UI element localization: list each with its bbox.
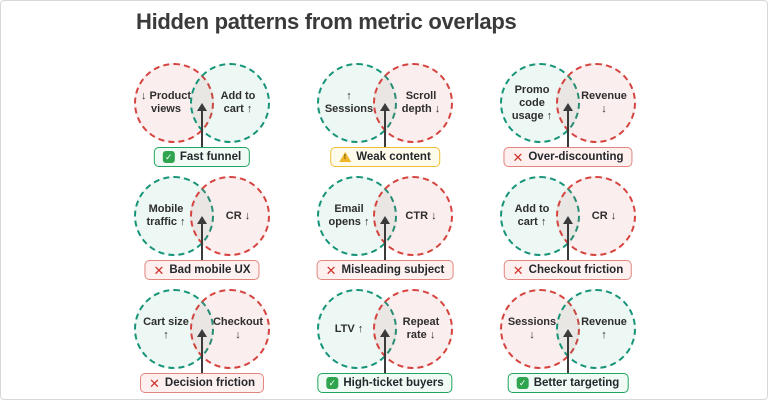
venn-cell: Promo code usage ↑ Revenue ↓ ✕ Over-disc… <box>479 63 657 167</box>
insight-tag: ✓ High-ticket buyers <box>317 373 453 393</box>
arrow-head <box>197 103 207 111</box>
cross-icon: ✕ <box>512 262 524 278</box>
insight-tag-label: Better targeting <box>533 377 620 389</box>
cross-icon: ✕ <box>153 262 165 278</box>
arrow-line <box>567 111 569 147</box>
arrow-head <box>380 103 390 111</box>
venn-circles: ↓ Product views Add to cart ↑ <box>134 63 270 143</box>
left-metric-label: Promo code usage ↑ <box>511 83 553 122</box>
insight-tag-label: High-ticket buyers <box>343 377 444 389</box>
venn-cell: Email opens ↑ CTR ↓ ✕ Misleading subject <box>296 176 474 280</box>
left-metric-label: Email opens ↑ <box>328 203 370 228</box>
venn-cell: Sessions ↓ Revenue ↑ ✓ Better targeting <box>479 289 657 393</box>
insight-tag-label: Checkout friction <box>528 264 624 276</box>
right-metric-label: CR ↓ <box>225 209 251 222</box>
arrow-line <box>201 337 203 373</box>
overlap-arrow-icon <box>562 103 574 147</box>
right-metric-label: CTR ↓ <box>405 209 437 222</box>
arrow-head <box>380 329 390 337</box>
arrow-line <box>384 111 386 147</box>
insight-tag-label: Fast funnel <box>179 151 242 163</box>
arrow-line <box>201 224 203 260</box>
insight-tag: ! Weak content <box>330 147 440 167</box>
arrow-head <box>197 329 207 337</box>
right-metric-label: Scroll depth ↓ <box>401 90 441 115</box>
right-metric-circle: Add to cart ↑ <box>190 63 270 143</box>
left-metric-label: Mobile traffic ↑ <box>146 203 186 228</box>
arrow-line <box>567 224 569 260</box>
check-icon: ✓ <box>516 377 529 389</box>
overlap-arrow-icon <box>379 329 391 373</box>
arrow-line <box>201 111 203 147</box>
venn-cell: ↓ Product views Add to cart ↑ ✓ Fast fun… <box>113 63 291 167</box>
insight-tag: ✕ Misleading subject <box>316 260 454 280</box>
right-metric-label: Repeat rate ↓ <box>402 316 440 341</box>
arrow-line <box>567 337 569 373</box>
check-icon: ✓ <box>326 377 339 389</box>
insight-tag-label: Over-discounting <box>528 151 624 163</box>
right-metric-circle: CR ↓ <box>190 176 270 256</box>
left-metric-label: ↑ Sessions <box>324 90 374 115</box>
arrow-head <box>380 216 390 224</box>
insight-tag: ✓ Fast funnel <box>153 147 251 167</box>
overlap-arrow-icon <box>379 103 391 147</box>
venn-grid: ↓ Product views Add to cart ↑ ✓ Fast fun… <box>113 63 767 393</box>
right-metric-circle: Scroll depth ↓ <box>373 63 453 143</box>
right-metric-circle: CR ↓ <box>556 176 636 256</box>
left-metric-label: Cart size ↑ <box>143 316 189 341</box>
left-metric-label: Add to cart ↑ <box>514 203 550 228</box>
venn-circles: Add to cart ↑ CR ↓ <box>500 176 636 256</box>
arrow-head <box>563 216 573 224</box>
insight-tag-label: Decision friction <box>164 377 256 389</box>
arrow-line <box>384 224 386 260</box>
venn-cell: ↑ Sessions Scroll depth ↓ ! Weak content <box>296 63 474 167</box>
venn-cell: Add to cart ↑ CR ↓ ✕ Checkout friction <box>479 176 657 280</box>
overlap-arrow-icon <box>196 329 208 373</box>
insight-tag: ✕ Checkout friction <box>503 260 633 280</box>
cross-icon: ✕ <box>148 375 160 391</box>
right-metric-label: Revenue ↑ <box>581 316 627 341</box>
overlap-arrow-icon <box>196 103 208 147</box>
arrow-head <box>197 216 207 224</box>
warning-icon: ! <box>339 152 352 162</box>
cross-icon: ✕ <box>512 149 524 165</box>
insight-tag: ✓ Better targeting <box>507 373 629 393</box>
insight-tag-label: Weak content <box>356 151 431 163</box>
insight-tag: ✕ Over-discounting <box>503 147 633 167</box>
page-title: Hidden patterns from metric overlaps <box>136 9 517 34</box>
left-metric-label: Sessions ↓ <box>507 316 557 341</box>
right-metric-label: CR ↓ <box>591 209 617 222</box>
venn-cell: LTV ↑ Repeat rate ↓ ✓ High-ticket buyers <box>296 289 474 393</box>
insight-tag: ✕ Decision friction <box>139 373 265 393</box>
venn-circles: LTV ↑ Repeat rate ↓ <box>317 289 453 369</box>
overlap-arrow-icon <box>562 216 574 260</box>
right-metric-label: Revenue ↓ <box>581 90 627 115</box>
overlap-arrow-icon <box>196 216 208 260</box>
left-metric-label: ↓ Product views <box>140 90 192 115</box>
insight-tag-label: Misleading subject <box>341 264 445 276</box>
overlap-arrow-icon <box>562 329 574 373</box>
arrow-line <box>384 337 386 373</box>
left-metric-label: LTV ↑ <box>334 322 364 335</box>
right-metric-label: Checkout ↓ <box>212 316 264 341</box>
venn-circles: ↑ Sessions Scroll depth ↓ <box>317 63 453 143</box>
check-icon: ✓ <box>162 151 175 163</box>
overlap-arrow-icon <box>379 216 391 260</box>
arrow-head <box>563 103 573 111</box>
venn-cell: Cart size ↑ Checkout ↓ ✕ Decision fricti… <box>113 289 291 393</box>
insight-tag-label: Bad mobile UX <box>169 264 251 276</box>
insight-tag: ✕ Bad mobile UX <box>144 260 260 280</box>
right-metric-label: Add to cart ↑ <box>220 90 256 115</box>
venn-cell: Mobile traffic ↑ CR ↓ ✕ Bad mobile UX <box>113 176 291 280</box>
right-metric-circle: Repeat rate ↓ <box>373 289 453 369</box>
arrow-head <box>563 329 573 337</box>
cross-icon: ✕ <box>325 262 337 278</box>
